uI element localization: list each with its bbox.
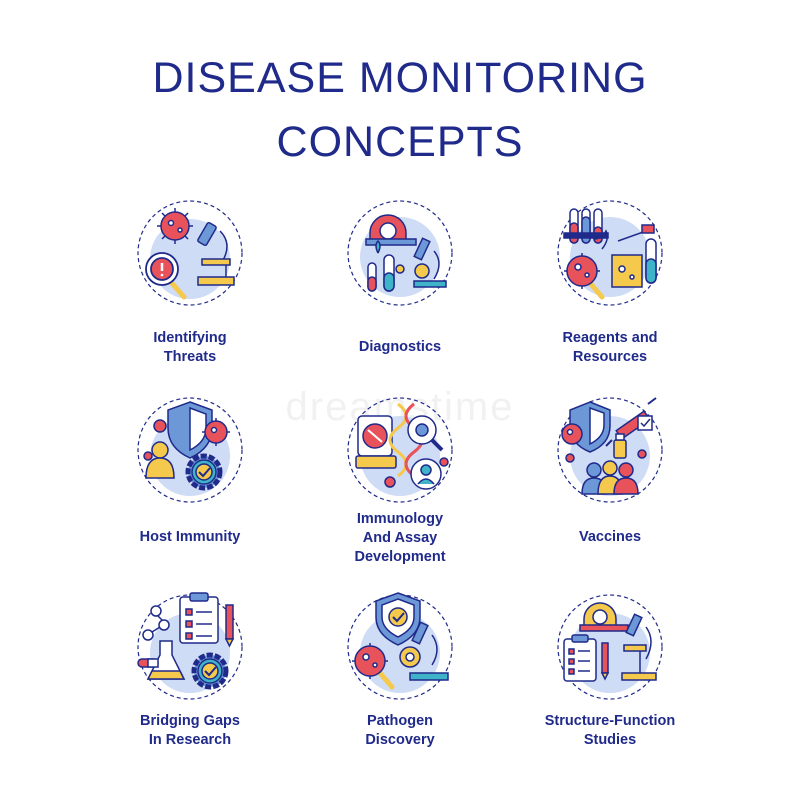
scanner-clipboard-microscope-icon <box>557 594 663 700</box>
concept-label: Bridging Gaps In Research <box>140 713 240 748</box>
concept-card-identifying-threats: Identifying Threats <box>90 193 290 393</box>
concept-card-diagnostics: Diagnostics <box>300 193 500 393</box>
concept-label: Identifying Threats <box>153 330 227 365</box>
concept-label: Pathogen Discovery <box>365 713 435 748</box>
shield-person-gear-icon <box>137 397 243 503</box>
shield-virus-microscope-icon <box>347 592 453 700</box>
mri-scanner-test-tubes-icon <box>347 200 453 306</box>
concept-label: Immunology And Assay Development <box>354 511 446 565</box>
syringe-vial-shield-people-icon <box>557 397 663 503</box>
concept-card-bridging-gaps-in-research: Bridging Gaps In Research <box>90 587 290 787</box>
concept-card-pathogen-discovery: Pathogen Discovery <box>300 587 500 787</box>
test-tubes-flask-virus-icon <box>557 200 663 306</box>
concept-card-vaccines: Vaccines <box>510 390 710 590</box>
virus-magnifier-microscope-icon <box>137 200 243 306</box>
concept-card-reagents-and-resources: Reagents and Resources <box>510 193 710 393</box>
title-line-1: DISEASE MONITORING <box>152 54 648 102</box>
concept-card-host-immunity: Host Immunity <box>90 390 290 590</box>
concept-label: Diagnostics <box>358 339 442 355</box>
concept-label: Reagents and Resources <box>562 330 658 365</box>
page-title: DISEASE MONITORING CONCEPTS <box>0 46 800 174</box>
concept-card-immunology-and-assay-development: Immunology And Assay Development <box>300 390 500 590</box>
title-line-2: CONCEPTS <box>276 118 524 166</box>
dna-eye-petri-dish-icon <box>347 397 453 503</box>
concept-label: Structure-Function Studies <box>544 713 676 748</box>
concept-label: Host Immunity <box>139 529 241 545</box>
concept-label: Vaccines <box>578 529 642 545</box>
concept-card-structure-function-studies: Structure-Function Studies <box>510 587 710 787</box>
clipboard-flask-gear-icon <box>137 592 243 700</box>
